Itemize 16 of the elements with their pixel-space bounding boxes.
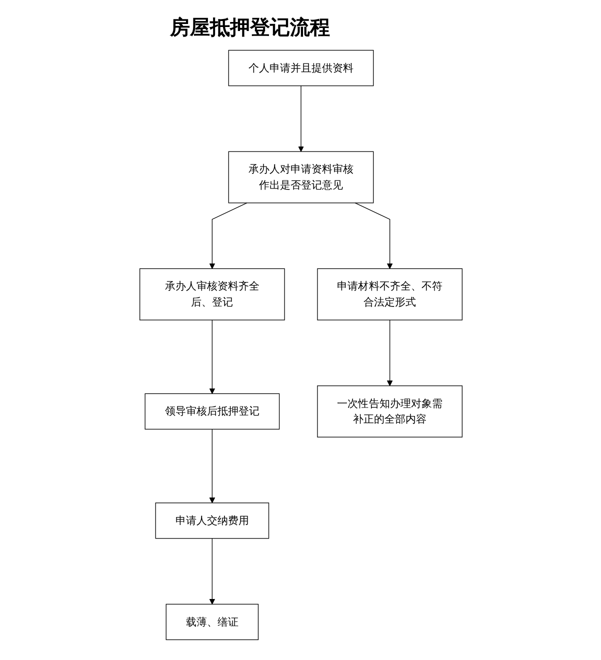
arrow	[208, 538, 215, 604]
arrow	[386, 320, 392, 386]
node-box: 一次性告知办理对象需补正的全部内容	[316, 385, 462, 438]
arrow	[354, 202, 392, 269]
node-box: 载薄、缮证	[165, 604, 258, 640]
arrow	[208, 202, 247, 269]
arrow	[208, 320, 215, 394]
arrow	[208, 428, 215, 504]
node-box: 申请材料不齐全、不符合法定形式	[316, 268, 462, 320]
node-box: 承办人对申请资料审核作出是否登记意见	[228, 151, 374, 204]
arrow	[298, 85, 304, 152]
node-box: 个人申请并且提供资料	[228, 50, 374, 86]
node-box: 领导审核后抵押登记	[144, 393, 280, 430]
diagram-title: 房屋抵押登记流程	[170, 14, 330, 41]
node-box: 承办人审核资料齐全后、登记	[138, 268, 284, 320]
node-box: 申请人交纳费用	[154, 502, 269, 539]
